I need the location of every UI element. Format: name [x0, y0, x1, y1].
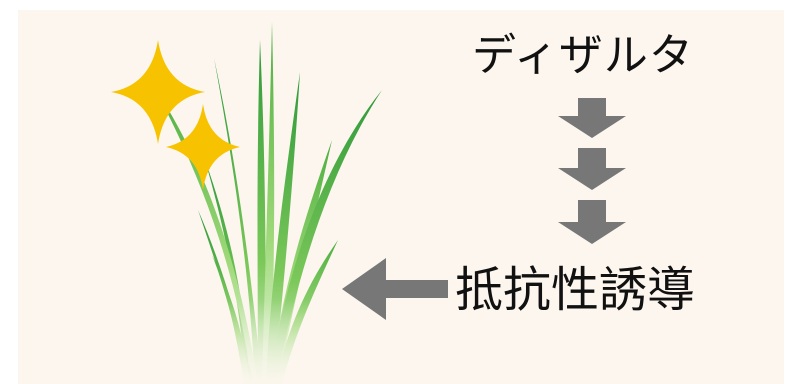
left-arrow-icon: [342, 258, 448, 320]
sparkle-icon: [166, 104, 240, 190]
sparkle-icon: [111, 40, 205, 144]
top-label: ディザルタ: [472, 30, 694, 81]
bottom-label: 抵抗性誘導: [455, 262, 696, 318]
down-arrow-icon: [558, 98, 626, 138]
down-arrow-icon: [558, 148, 626, 190]
down-arrow-icon: [558, 200, 626, 244]
rice-plant-illustration: [150, 22, 382, 384]
